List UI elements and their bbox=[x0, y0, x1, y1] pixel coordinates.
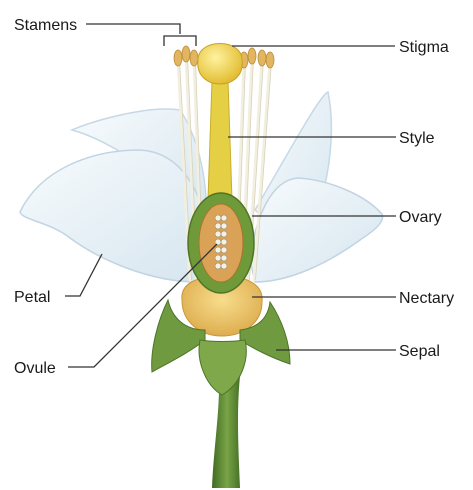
stamens-bracket bbox=[164, 36, 196, 46]
stamens-leader-line bbox=[86, 24, 180, 34]
label-sepal: Sepal bbox=[399, 343, 440, 360]
label-stigma: Stigma bbox=[399, 39, 449, 56]
style bbox=[208, 80, 232, 200]
label-petal: Petal bbox=[14, 289, 50, 306]
label-nectary: Nectary bbox=[399, 290, 454, 307]
sepal-center bbox=[199, 340, 246, 395]
stigma bbox=[198, 44, 242, 85]
petal-left bbox=[20, 150, 210, 282]
label-ovary: Ovary bbox=[399, 209, 442, 226]
petal-leader-line bbox=[65, 254, 102, 296]
label-ovule: Ovule bbox=[14, 360, 56, 377]
label-style: Style bbox=[399, 130, 435, 147]
label-stamens: Stamens bbox=[14, 17, 77, 34]
